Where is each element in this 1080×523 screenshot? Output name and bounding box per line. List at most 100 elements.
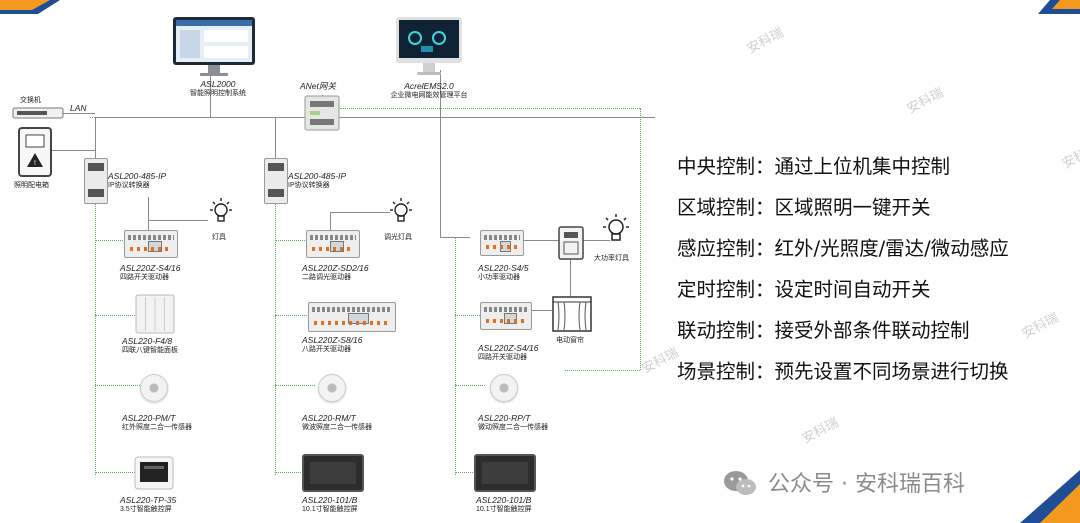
watermark: 安科瑞 (1019, 309, 1061, 342)
col2-item2-label: ASL220Z-S8/16 八路开关驱动器 (302, 335, 363, 354)
lan-drop-2 (275, 117, 276, 165)
green-tap (455, 315, 480, 316)
col3-item2-label: ASL220Z-S4/16 四路开关驱动器 (478, 343, 539, 362)
green-tap (95, 315, 135, 316)
dimmer-module (306, 230, 360, 258)
lamp1-wire (148, 220, 208, 221)
ems-label: AcrelEMS2.0 企业微电网能效管理平台 (390, 81, 468, 100)
sensor-device (490, 374, 518, 402)
top-right-accent (1038, 0, 1080, 14)
relay-module (124, 230, 178, 258)
col1-item2-label: ASL220-F4/8 四联八键智能面板 (122, 336, 178, 355)
curtain-wire (570, 258, 571, 296)
lan-drop-1 (95, 117, 96, 165)
sensor-device (318, 374, 346, 402)
top-left-accent (0, 0, 60, 14)
lan-drop-3 (440, 117, 441, 237)
feature-central: 中央控制：通过上位机集中控制 (677, 155, 951, 178)
svg-text:!: ! (34, 160, 36, 167)
green-right-bottom (565, 370, 640, 371)
col1-item4-label: ASL220-TP-35 3.5寸智能触控屏 (120, 495, 177, 514)
green-bus-top (340, 108, 640, 109)
lamp2-label: 调光灯具 (384, 234, 412, 241)
feature-scene: 场景控制：预先设置不同场景进行切换 (677, 360, 1009, 383)
green-tap (455, 472, 475, 473)
bottom-right-accent (1020, 470, 1080, 523)
green-right-drop (640, 108, 641, 370)
wechat-icon (724, 471, 756, 495)
relay-module (480, 302, 532, 330)
col3-item1-label: ASL220-S4/5 小功率驱动器 (478, 263, 529, 282)
col3-item4-label: ASL220-101/B 10.1寸智能触控屏 (476, 495, 532, 514)
curtain-label: 电动窗帘 (556, 337, 584, 344)
green-tap (95, 472, 135, 473)
protocol-converter-1 (84, 158, 108, 204)
converter-1-label: ASL200-485-IP IP协议转换器 (108, 171, 167, 190)
lamp2-wire (330, 212, 331, 232)
col2-item4-label: ASL220-101/B 10.1寸智能触控屏 (302, 495, 358, 514)
sensor-device (140, 374, 168, 402)
feature-linkage: 联动控制：接受外部条件联动控制 (677, 319, 970, 342)
lamp3-wire (582, 240, 610, 241)
footer-account: 公众号 · 安科瑞百科 (768, 472, 966, 497)
curtain-icon (552, 296, 592, 332)
green-tap (275, 385, 315, 386)
green-bus-start (90, 117, 95, 118)
touch-panel-small (134, 456, 174, 490)
watermark: 安科瑞 (799, 414, 841, 447)
feature-zone: 区域控制：区域照明一键开关 (677, 196, 931, 219)
green-trunk-2 (275, 200, 276, 475)
lamp3-label: 大功率灯具 (594, 255, 629, 262)
cabinet-label: 照明配电箱 (14, 182, 49, 189)
small-power-module (480, 230, 524, 256)
relay-module-8ch (308, 302, 396, 332)
green-trunk-3 (455, 237, 456, 475)
col1-item3-label: ASL220-PM/T 红外照度二合一传感器 (122, 413, 192, 432)
switch-link (62, 113, 95, 114)
lan-bus-line (95, 117, 655, 118)
feature-sensor: 感应控制：红外/光照度/雷达/微动感应 (677, 237, 1009, 260)
feature-timer: 定时控制：设定时间自动开关 (677, 278, 931, 301)
lamp1-label: 灯具 (212, 234, 226, 241)
bulb-icon (210, 198, 232, 222)
curtain-wire (520, 310, 552, 311)
watermark: 安科瑞 (639, 344, 681, 377)
lamp2-wire (330, 212, 390, 213)
asl2000-monitor (173, 17, 255, 76)
converter-2-label: ASL200-485-IP IP协议转换器 (288, 171, 347, 190)
gateway-device (304, 95, 340, 131)
cabinet-link (52, 150, 95, 151)
col2-item3-label: ASL220-RM/T 微波照度二合一传感器 (302, 413, 372, 432)
relay-device (558, 226, 584, 260)
pc-uplink (210, 70, 211, 117)
col3-item3-label: ASL220-RP/T 微动照度二合一传感器 (478, 413, 548, 432)
bulb-icon (390, 198, 412, 222)
wall-panel (135, 294, 175, 334)
switch-label: 交换机 (20, 97, 41, 104)
green-tap (275, 240, 305, 241)
gateway-label: ANet网关 (300, 81, 336, 91)
green-tap (95, 385, 140, 386)
touch-screen-10in (302, 454, 364, 492)
network-switch (12, 107, 64, 119)
touch-screen-10in (474, 454, 536, 492)
lan-label: LAN (70, 103, 87, 113)
lamp3-wire (520, 240, 560, 241)
green-tap (275, 315, 307, 316)
col2-item1-label: ASL220Z-SD2/16 二路调光驱动器 (302, 263, 369, 282)
bulb-icon (603, 214, 629, 241)
col1-item1-label: ASL220Z-S4/16 四路开关驱动器 (120, 263, 181, 282)
asl2000-label: ASL2000 智能照明控制系统 (190, 79, 246, 98)
ems-uplink (440, 70, 441, 117)
watermark: 安科瑞 (1059, 139, 1080, 172)
green-tap (275, 472, 303, 473)
protocol-converter-2 (264, 158, 288, 204)
watermark: 安科瑞 (744, 24, 786, 57)
lamp1-wire (148, 197, 149, 230)
green-tap (455, 385, 485, 386)
distribution-cabinet: ! (18, 127, 52, 177)
green-trunk-1 (95, 200, 96, 475)
watermark: 安科瑞 (904, 84, 946, 117)
green-tap (95, 240, 125, 241)
